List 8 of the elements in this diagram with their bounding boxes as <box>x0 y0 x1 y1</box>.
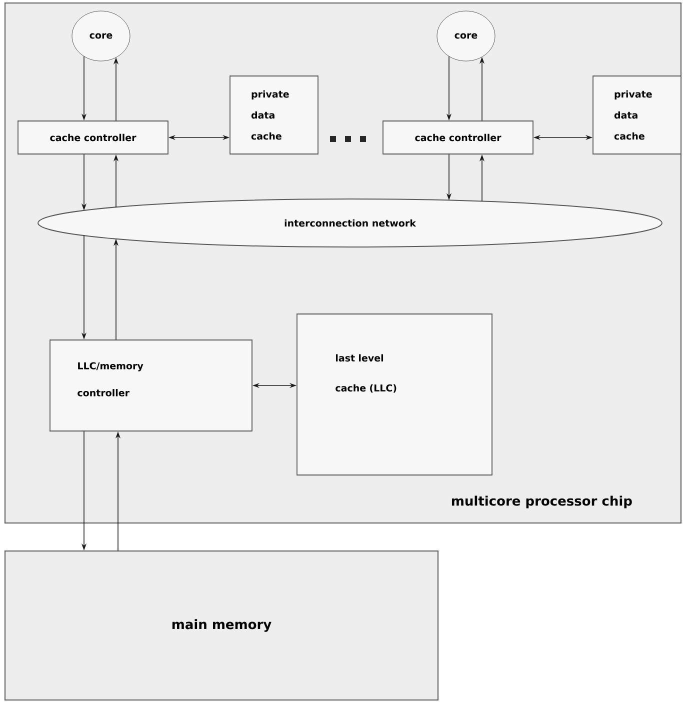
controller-box: LLC/memory controller <box>50 340 252 432</box>
controller-box: cache controller <box>18 120 168 154</box>
controller-box: cache controller <box>382 120 534 154</box>
cache-box: private data cache <box>592 76 682 154</box>
cache-box: private data cache <box>230 76 318 154</box>
memory-box: main memory <box>4 550 438 700</box>
chip-label: multicore processor chip <box>452 496 632 508</box>
cache-box: last level cache (LLC) <box>296 314 492 476</box>
